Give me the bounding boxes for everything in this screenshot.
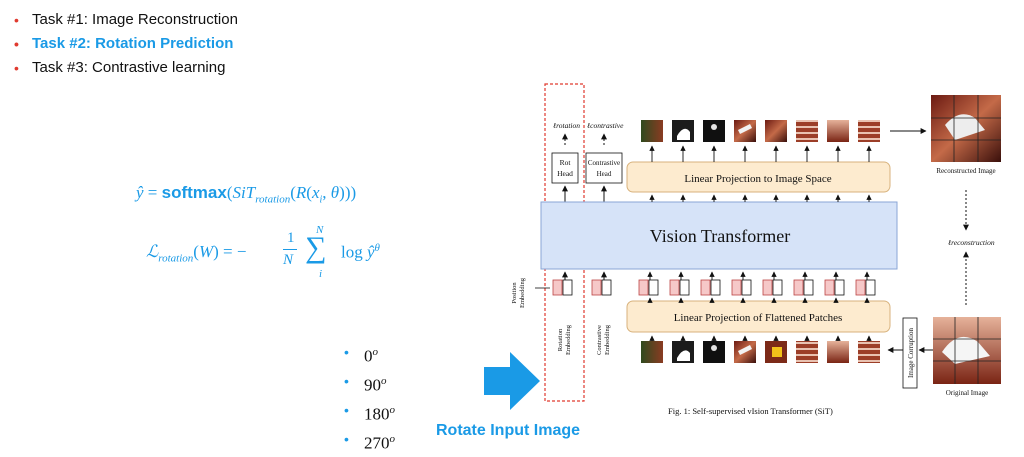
position-embedding-label: Embedding — [519, 277, 526, 308]
rotation-angle-item: 90o — [342, 369, 395, 398]
prediction-equation: ŷ = softmax(SiTrotation(R(xi, θ))) — [136, 183, 357, 206]
reconstructed-image — [931, 95, 1001, 162]
rotation-embedding-label: Embedding — [565, 324, 572, 355]
contrastive-head-box — [585, 152, 623, 184]
input-patches-row — [641, 341, 880, 363]
contrastive-embedding-label: Contrastive — [596, 325, 603, 355]
task-item-rotation: Task #2: Rotation Prediction — [14, 32, 238, 56]
vision-transformer-block — [540, 201, 898, 270]
contrastive-head-label: Head — [597, 170, 612, 178]
projection-image-label: Linear Projection to Image Space — [684, 173, 831, 185]
patch-embeddings — [638, 279, 876, 296]
output-patches-row — [641, 120, 880, 142]
original-image — [933, 317, 1001, 384]
loss-rotation-label: ℓrotation — [553, 121, 580, 130]
big-arrow-icon — [484, 352, 540, 410]
rotation-angle-item: 180o — [342, 398, 395, 427]
rotation-angle-item: 270o — [342, 427, 395, 456]
rotation-angle-item: 0o — [342, 340, 395, 369]
rotate-input-image-label: Rotate Input Image — [436, 422, 581, 439]
rot-head-label: Rot — [560, 158, 572, 167]
original-image-label: Original Image — [946, 389, 989, 397]
rotation-embedding-label: Rotation — [557, 328, 564, 351]
task-item-contrastive: Task #3: Contrastive learning — [14, 56, 238, 80]
rot-head-box — [551, 152, 579, 184]
loss-contrastive-label: ℓcontrastive — [587, 121, 624, 130]
contrastive-head-label: Contrastive — [588, 159, 620, 167]
contrastive-embedding-label: Embedding — [604, 324, 611, 355]
loss-reconstruction-label: ℓreconstruction — [948, 238, 995, 247]
position-embedding-label: Position — [511, 282, 518, 304]
image-corruption-box — [902, 317, 918, 389]
figure-caption: Fig. 1: Self-supervised vIsion Transform… — [668, 406, 833, 416]
projection-patches-label: Linear Projection of Flattened Patches — [674, 312, 843, 324]
task-item-reconstruction: Task #1: Image Reconstruction — [14, 8, 238, 32]
reconstructed-image-label: Reconstructed Image — [936, 167, 995, 175]
task-list: Task #1: Image Reconstruction Task #2: R… — [14, 8, 238, 80]
projection-patches-block — [626, 300, 891, 333]
rotation-angle-list: 0o 90o 180o 270o — [342, 340, 395, 457]
image-corruption-label: Image Corruption — [907, 328, 915, 378]
special-token-embeddings — [552, 279, 612, 296]
vision-transformer-label: Vision Transformer — [650, 226, 790, 246]
rot-head-label: Head — [557, 169, 573, 178]
projection-image-block — [626, 161, 891, 193]
